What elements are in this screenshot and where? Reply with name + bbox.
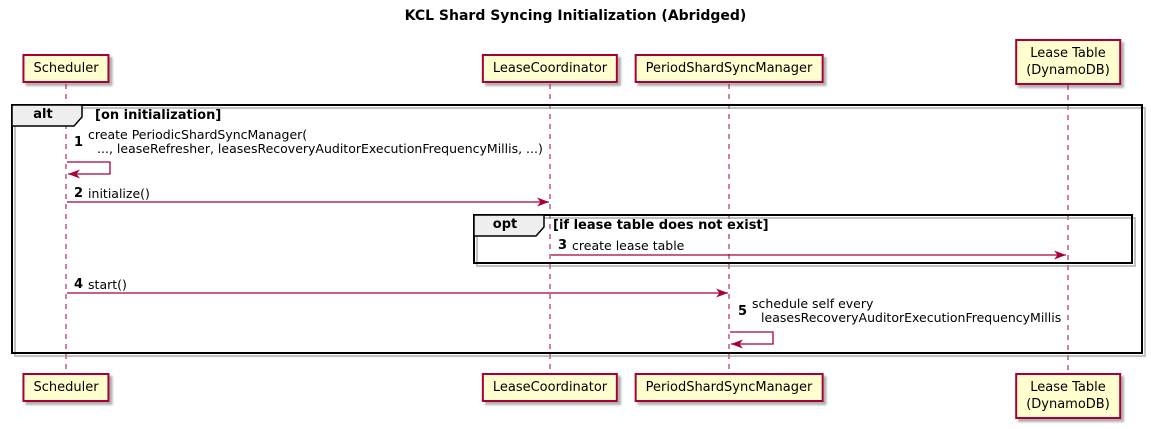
opt-operator-label: opt xyxy=(492,217,518,232)
participant-leasetable-line1: Lease Table xyxy=(1030,380,1106,395)
opt-operator-pentagon xyxy=(473,214,545,237)
participant-scheduler-top: Scheduler xyxy=(22,54,110,83)
alt-guard-label: [on initialization] xyxy=(95,108,222,123)
alt-operator-pentagon xyxy=(11,104,83,127)
message-1: 1 create PeriodicShardSyncManager( ..., … xyxy=(74,128,543,156)
participant-leasetable-bottom: Lease Table (DynamoDB) xyxy=(1015,373,1121,419)
message-5: 5 schedule self every leasesRecoveryAudi… xyxy=(738,297,1061,325)
participant-periodshardsyncmanager-top: PeriodShardSyncManager xyxy=(634,54,824,83)
message-2-text: initialize() xyxy=(88,186,150,201)
opt-frame xyxy=(473,214,1133,264)
opt-guard-label: [if lease table does not exist] xyxy=(553,218,769,233)
participant-leasetable-top: Lease Table (DynamoDB) xyxy=(1015,39,1121,85)
message-3-text: create lease table xyxy=(572,238,685,253)
participant-periodshardsyncmanager-bottom: PeriodShardSyncManager xyxy=(634,373,824,402)
message-3-seq: 3 xyxy=(558,238,568,253)
message-1-seq: 1 xyxy=(74,134,84,150)
participant-leasecoordinator-top: LeaseCoordinator xyxy=(481,54,619,83)
participant-leasetable-line1: Lease Table xyxy=(1030,46,1106,61)
message-5-self-arrow xyxy=(730,331,774,349)
message-5-seq: 5 xyxy=(738,303,748,319)
participant-leasetable-line2: (DynamoDB) xyxy=(1026,63,1110,78)
diagram-title: KCL Shard Syncing Initialization (Abridg… xyxy=(404,8,747,24)
message-5-text: schedule self every leasesRecoveryAudito… xyxy=(752,296,1062,325)
message-1-self-arrow xyxy=(67,161,111,179)
participant-leasetable-line2: (DynamoDB) xyxy=(1026,397,1110,412)
participant-scheduler-bottom: Scheduler xyxy=(22,373,110,402)
message-1-text: create PeriodicShardSyncManager( ..., le… xyxy=(88,127,543,156)
message-4: 4 start() xyxy=(74,277,127,292)
message-4-seq: 4 xyxy=(74,277,84,292)
message-3: 3 create lease table xyxy=(558,238,684,253)
message-4-text: start() xyxy=(88,277,127,292)
participant-leasecoordinator-bottom: LeaseCoordinator xyxy=(481,373,619,402)
alt-operator-label: alt xyxy=(33,107,53,122)
opt-frame-shadow xyxy=(476,217,1136,267)
message-2: 2 initialize() xyxy=(74,186,150,201)
message-2-seq: 2 xyxy=(74,186,84,201)
alt-frame-shadow xyxy=(14,107,1146,357)
alt-frame xyxy=(11,104,1143,354)
